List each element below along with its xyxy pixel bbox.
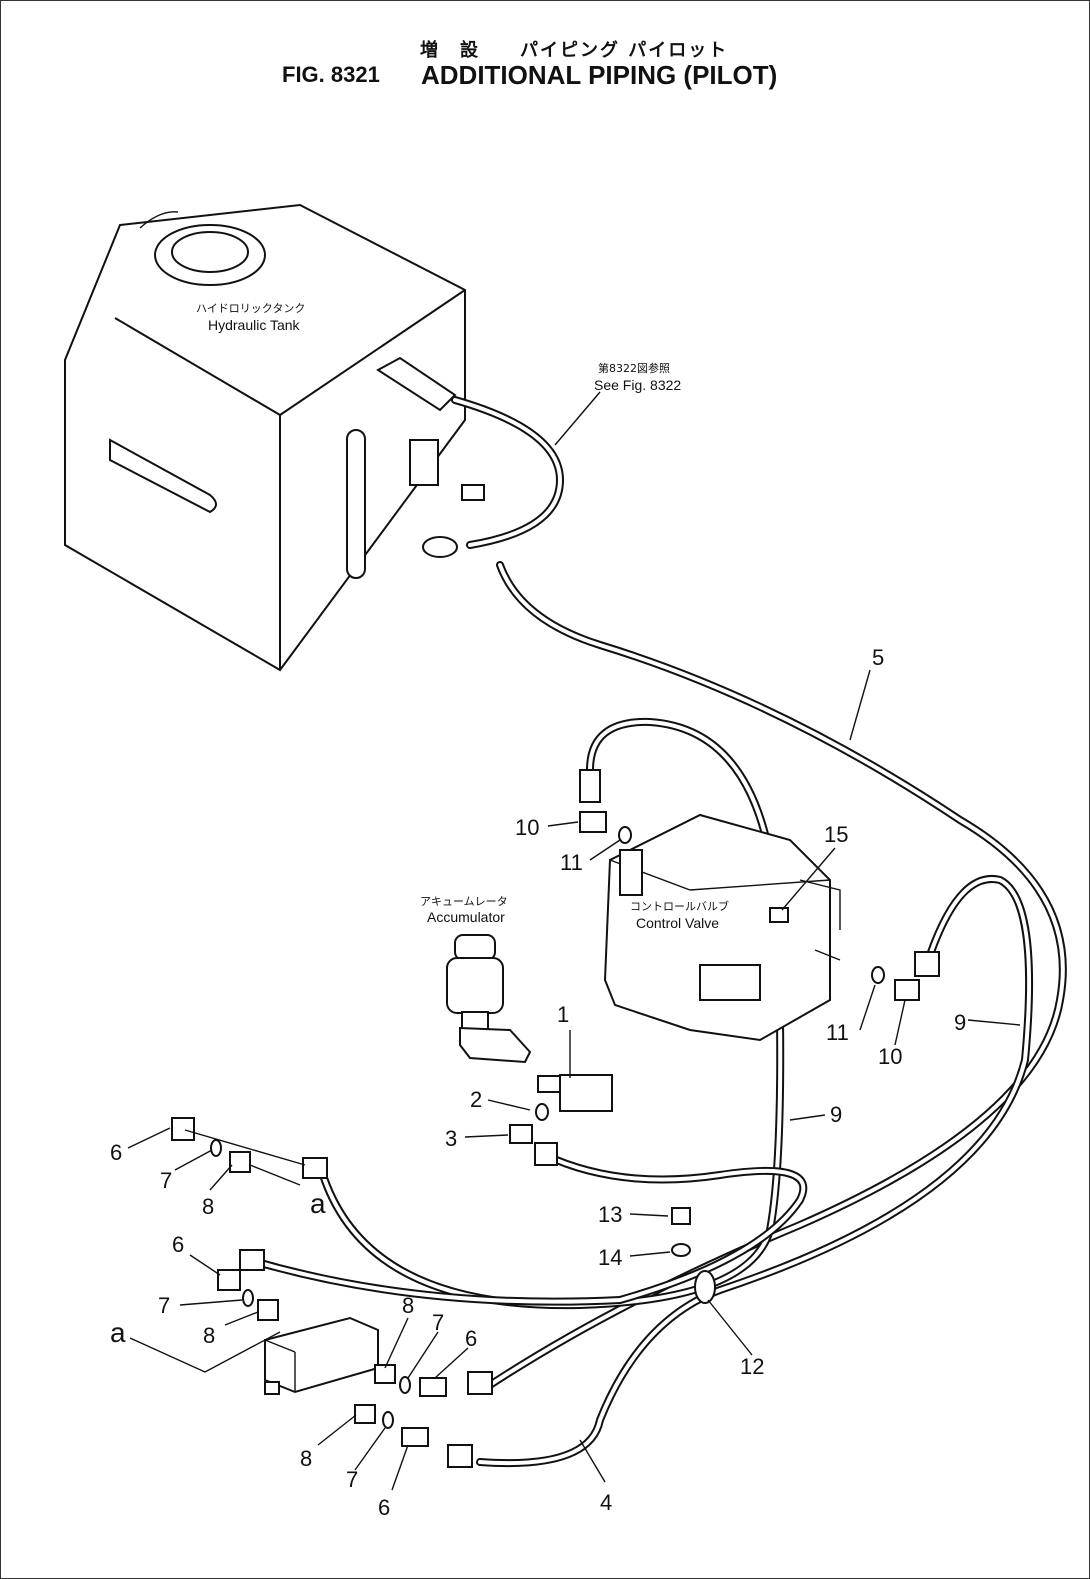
callout-12: 12	[740, 1354, 764, 1379]
accumulator	[446, 934, 532, 1064]
callout-8-bottom: 8	[300, 1446, 312, 1471]
callout-7-lower-left: 7	[158, 1293, 170, 1318]
ref-a-upper: a	[310, 1188, 326, 1219]
hydraulic-tank-label-jp: ハイドロリックタンク	[196, 302, 305, 315]
part-1-block	[559, 1074, 613, 1112]
part-8-plug-c	[374, 1364, 396, 1384]
part-10-elbow-right	[894, 979, 920, 1001]
callout-6-upper-left: 6	[110, 1140, 122, 1165]
callout-6-lower-left: 6	[172, 1232, 184, 1257]
part-7-oring-b	[242, 1289, 254, 1307]
part-6-adapter-b	[217, 1269, 241, 1291]
callout-8-lower-left: 8	[203, 1323, 215, 1348]
part-8-plug-d	[354, 1404, 376, 1424]
callout-4: 4	[600, 1490, 612, 1515]
part-12-clamp	[694, 1270, 716, 1304]
part-14-washer	[671, 1243, 691, 1257]
callout-9-right: 9	[954, 1010, 966, 1035]
part-6-adapter-a	[171, 1117, 195, 1141]
part-6-adapter-c	[419, 1377, 447, 1397]
callout-2: 2	[470, 1087, 482, 1112]
callout-6-bottom: 6	[378, 1495, 390, 1520]
figure-number: FIG. 8321	[282, 62, 380, 87]
callout-8-center: 8	[402, 1293, 414, 1318]
callout-10-right: 10	[878, 1044, 902, 1069]
accumulator-label-en: Accumulator	[427, 909, 505, 925]
part-3-elbow	[509, 1124, 533, 1144]
callout-5: 5	[872, 645, 884, 670]
ref-a-lower: a	[110, 1317, 126, 1348]
part-2-oring	[535, 1103, 549, 1121]
part-10-elbow-upper	[579, 811, 607, 833]
part-7-oring-d	[382, 1411, 394, 1429]
hose-accumulator-end	[534, 1142, 558, 1166]
ref-a-leader-2	[129, 1331, 281, 1373]
callout-8-upper-left: 8	[202, 1194, 214, 1219]
callout-9-center: 9	[830, 1102, 842, 1127]
reference-leader	[554, 391, 601, 446]
part-7-oring-c	[399, 1376, 411, 1394]
hose-end-upper-left	[302, 1157, 328, 1179]
callout-7-upper-left: 7	[160, 1168, 172, 1193]
callout-14: 14	[598, 1245, 622, 1270]
part-1-fitting	[537, 1075, 561, 1093]
reference-label-jp: 第8322図参照	[598, 361, 670, 375]
part-11-oring-upper	[618, 826, 632, 844]
reference-label-en: See Fig. 8322	[594, 377, 681, 393]
hose-9-right-end-lower	[447, 1444, 473, 1468]
part-6-adapter-d	[401, 1427, 429, 1447]
part-8-plug-a	[229, 1151, 251, 1173]
part-13-bolt	[671, 1207, 691, 1225]
hose-9-upper-end	[579, 769, 601, 803]
callout-11-upper: 11	[560, 850, 583, 875]
accumulator-label-jp: アキュームレータ	[420, 895, 508, 908]
ref-a-leader-1	[249, 1164, 301, 1186]
control-valve-label-jp: コントロールバルブ	[630, 899, 729, 913]
part-15-clamp	[769, 907, 789, 923]
callout-3: 3	[445, 1126, 457, 1151]
callout-13: 13	[598, 1202, 622, 1227]
callout-7-center: 7	[432, 1310, 444, 1335]
part-8-plug-b	[257, 1299, 279, 1321]
hydraulic-tank	[64, 203, 485, 672]
callout-11-right: 11	[826, 1020, 849, 1045]
callout-leaders	[127, 669, 1021, 1491]
callout-1: 1	[557, 1002, 569, 1027]
callout-10-upper: 10	[515, 815, 539, 840]
hose-5-end	[467, 1371, 493, 1395]
shuttle-valve-block	[264, 1316, 379, 1395]
control-valve-label-en: Control Valve	[636, 915, 719, 931]
hydraulic-tank-label-en: Hydraulic Tank	[208, 317, 301, 333]
callout-15: 15	[824, 822, 848, 847]
figure-title: ADDITIONAL PIPING (PILOT)	[421, 60, 778, 90]
callout-7-bottom: 7	[346, 1467, 358, 1492]
part-11-oring-right	[871, 966, 885, 984]
title-japanese: 増 設 パイピング パイロット	[420, 40, 729, 61]
hose-9-right-end	[914, 951, 940, 977]
part-7-oring-a	[210, 1139, 222, 1157]
hose-end-lower-left	[239, 1249, 265, 1271]
callout-6-center: 6	[465, 1326, 477, 1351]
control-valve	[603, 813, 841, 1042]
